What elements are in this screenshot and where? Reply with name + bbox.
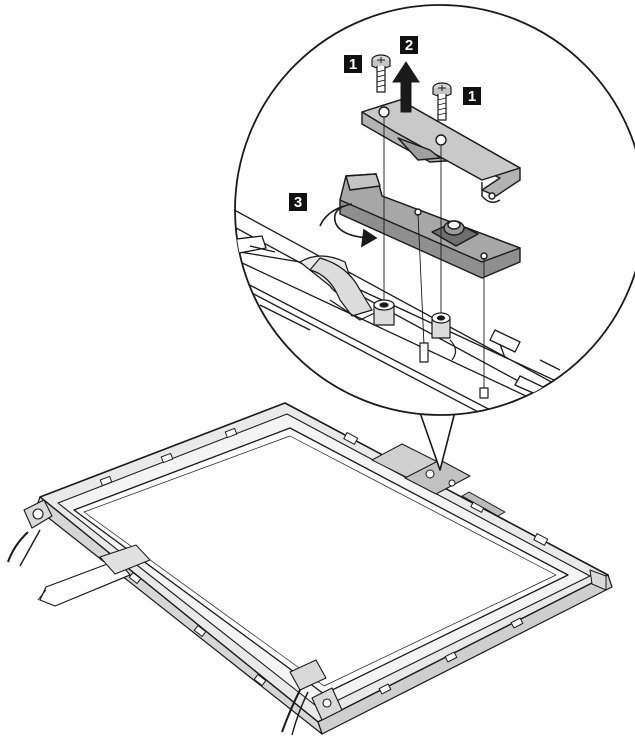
lcd-cable: [39, 559, 131, 607]
svg-text:1: 1: [468, 88, 476, 105]
rotate-arrow-icon: [319, 203, 378, 248]
antenna-cable-left: [7, 531, 29, 563]
lcd-panel: [73, 427, 569, 695]
bottom-hinge: [289, 659, 343, 721]
antenna-cable-bottom: [281, 689, 301, 733]
step-callout-1-right: 1: [463, 87, 481, 105]
svg-text:3: 3: [294, 194, 302, 211]
camera-board-location: [371, 443, 506, 517]
up-arrow-icon: [392, 61, 420, 113]
screw-posts: [373, 299, 489, 399]
svg-text:2: 2: [405, 37, 413, 54]
left-hinge: [23, 499, 53, 529]
antenna-cable-left-2: [19, 529, 41, 567]
screw-icon: [371, 54, 391, 93]
alignment-lines: [383, 118, 485, 390]
svg-text:1: 1: [349, 56, 357, 73]
lcd-rear-cover-assembly: [7, 402, 613, 736]
camera-board: [339, 173, 521, 279]
camera-lens: [431, 220, 479, 247]
screw-icon: [432, 82, 452, 121]
zoom-callout: 1 2 1 3: [234, 4, 635, 471]
step-callout-2: 2: [400, 36, 418, 54]
step-callout-3: 3: [289, 193, 307, 211]
step-callout-1-left: 1: [344, 55, 362, 73]
